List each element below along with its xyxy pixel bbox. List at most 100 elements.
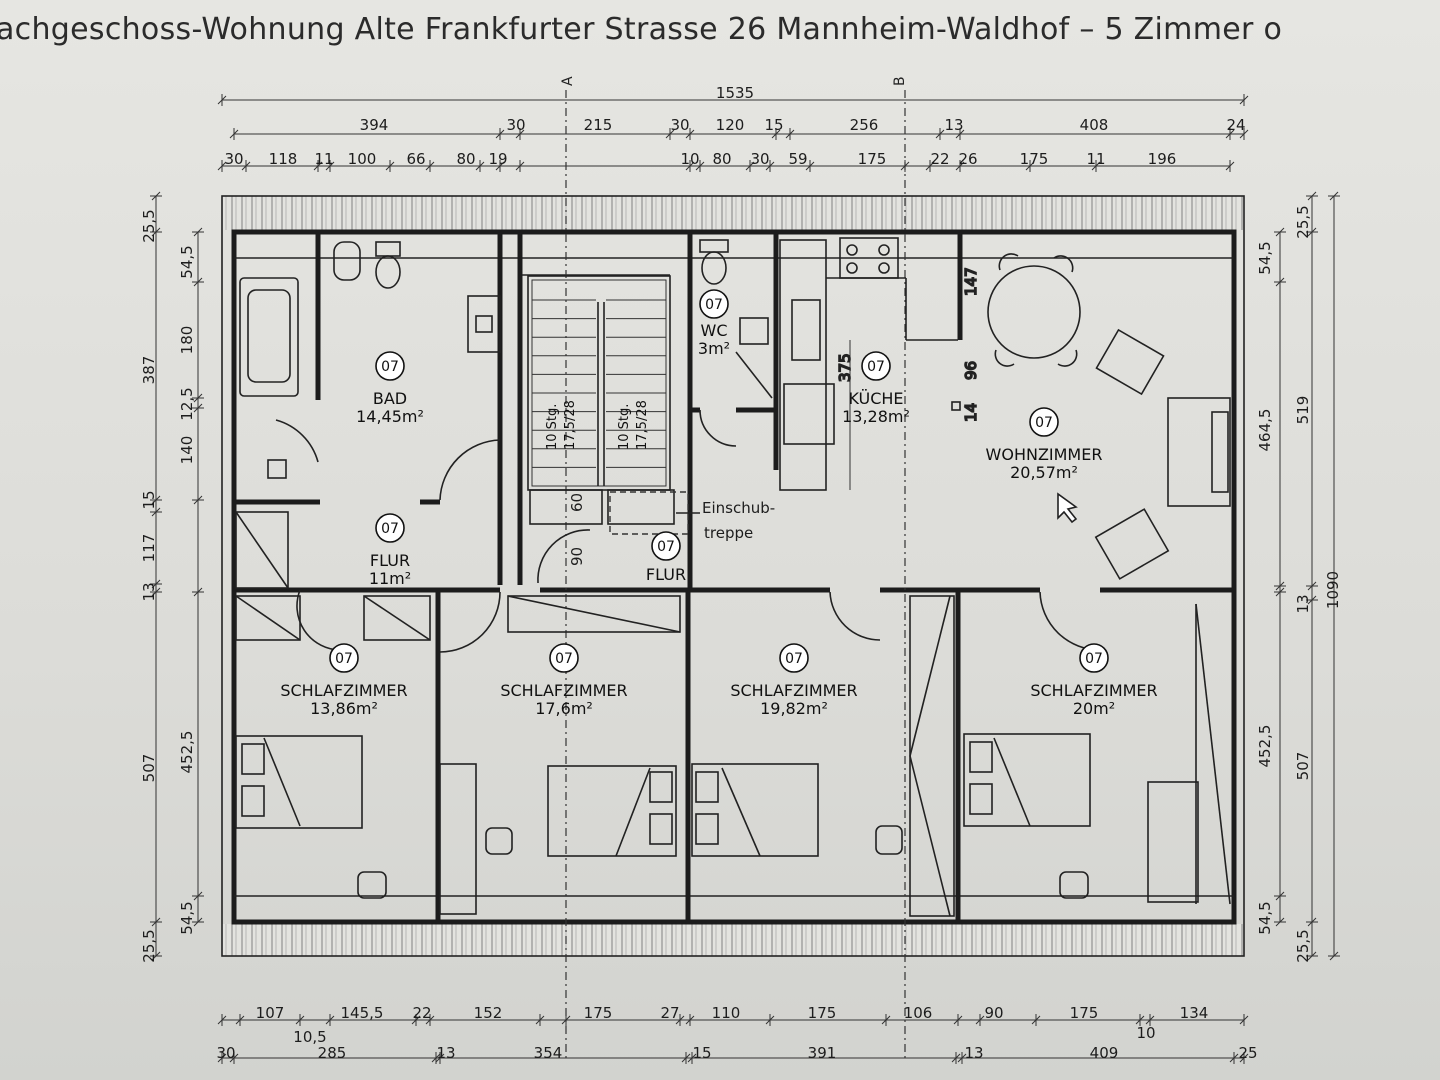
dim-bottom-row1-8: 175 [808, 1004, 837, 1022]
bed-2 [547, 765, 677, 857]
room-name: FLUR [370, 551, 410, 570]
room-area: 3m² [698, 339, 730, 358]
dim-bottom-row1-11: 175 [1070, 1004, 1099, 1022]
dim-bottom-row1-10: 90 [984, 1004, 1003, 1022]
dim-right-outer-4: 25,5 [1294, 929, 1312, 962]
dim-top-row2-7: 10 [680, 150, 699, 168]
dim-bottom-row2-3: 354 [534, 1044, 563, 1062]
dim-kitchen-96: 96 [962, 361, 980, 380]
dim-top-row2-5: 80 [456, 150, 475, 168]
building-outline [221, 195, 1245, 957]
dim-left-outer-3: 117 [140, 534, 158, 563]
dim-right-inner-3: 54,5 [1256, 901, 1274, 934]
dim-top-row2-14: 175 [1020, 150, 1049, 168]
room-name: BAD [373, 389, 407, 408]
room-area: 20,57m² [1010, 463, 1078, 482]
dim-kitchen-14: 14 [962, 403, 980, 422]
page-title: achgeschoss-Wohnung Alte Frankfurter Str… [0, 12, 1283, 47]
room-code: 07 [1035, 415, 1053, 431]
wc-sink [739, 317, 769, 345]
mouse-cursor-icon [1057, 492, 1078, 524]
armchair-1 [1095, 328, 1165, 396]
dim-misc-90: 90 [568, 547, 586, 566]
dim-bottom-10-5: 10,5 [293, 1028, 326, 1046]
room-marker-circle [1079, 643, 1109, 673]
stair-right-label: 10 Stg. [617, 404, 632, 450]
living-room-furniture [987, 253, 1231, 580]
armchair-2 [1094, 508, 1170, 580]
roof-hatch-bottom [222, 924, 1244, 956]
bidet [333, 241, 361, 281]
room-name: WC [701, 321, 728, 340]
dim-top-total-0: 1535 [716, 84, 754, 102]
dim-left-inner-2: 12,5 [178, 387, 196, 420]
chair-4 [1059, 871, 1089, 899]
dim-top-row2-16: 196 [1148, 150, 1177, 168]
room-code: 07 [555, 651, 573, 667]
room-marker-circle [329, 643, 359, 673]
dim-top-row2-12: 22 [930, 150, 949, 168]
dim-top-row1-0: 394 [360, 116, 389, 134]
room-marker-circle [375, 513, 405, 543]
dim-bottom-row1-0: 107 [256, 1004, 285, 1022]
room-area: 20m² [1073, 699, 1115, 718]
room-marker-circle [549, 643, 579, 673]
axis-b-label: B [892, 76, 908, 86]
kitchen-fixtures: 375 147 96 14 [779, 237, 981, 491]
chair-3 [875, 825, 903, 855]
room-area: 13,28m² [842, 407, 910, 426]
chair-2 [485, 827, 513, 855]
room-marker-circle [651, 531, 681, 561]
room-name: KÜCHE [848, 389, 903, 408]
dim-bottom-row1-6: 27 [660, 1004, 679, 1022]
dim-left-inner-4: 452,5 [178, 731, 196, 774]
room-code: 07 [785, 651, 803, 667]
dim-top-row2-0: 30 [224, 150, 243, 168]
dim-right-outer-0: 25,5 [1294, 205, 1312, 238]
room-code: 07 [335, 651, 353, 667]
sofa [1167, 397, 1231, 507]
dim-right-outer-1: 519 [1294, 396, 1312, 425]
dim-bottom-row1-12: 134 [1180, 1004, 1209, 1022]
dim-top-row2-11: 175 [858, 150, 887, 168]
dim-bottom-row1-4: 152 [474, 1004, 503, 1022]
dim-right-inner-2: 452,5 [1256, 725, 1274, 768]
kitchen-sink [791, 299, 821, 361]
grid-axes: A B [560, 76, 908, 1060]
room-name: FLUR [646, 565, 686, 584]
walls [231, 229, 1237, 925]
dim-top-row1-1: 30 [506, 116, 525, 134]
dim-right-outer-3: 507 [1294, 752, 1312, 781]
dim-bottom-row1-7: 110 [712, 1004, 741, 1022]
dim-bottom-row2-7: 409 [1090, 1044, 1119, 1062]
dim-left-outer-4: 13 [140, 582, 158, 601]
dim-top-row2-15: 11 [1086, 150, 1105, 168]
toilet-tank [375, 241, 401, 257]
dim-right-inner-1: 464,5 [1256, 409, 1274, 452]
dim-bottom-row1-5: 175 [584, 1004, 613, 1022]
stair-right-sub: 17,5/28 [635, 400, 650, 450]
dim-top-row1-3: 30 [670, 116, 689, 134]
dim-top-row1-8: 408 [1080, 116, 1109, 134]
dim-bottom-row2-8: 25 [1238, 1044, 1257, 1062]
dim-bottom-row2-6: 13 [964, 1044, 983, 1062]
room-name: SCHLAFZIMMER [730, 681, 857, 700]
dim-bottom-row2-2: 13 [436, 1044, 455, 1062]
bathtub [239, 277, 299, 397]
dim-top-row1-7: 13 [944, 116, 963, 134]
dim-top-row2-8: 80 [712, 150, 731, 168]
roof-hatch-top [222, 196, 1244, 230]
dim-kitchen-375: 375 [836, 353, 854, 382]
dim-top-row2-3: 100 [348, 150, 377, 168]
dim-left-outer-2: 15 [140, 490, 158, 509]
chair-1 [357, 871, 387, 899]
